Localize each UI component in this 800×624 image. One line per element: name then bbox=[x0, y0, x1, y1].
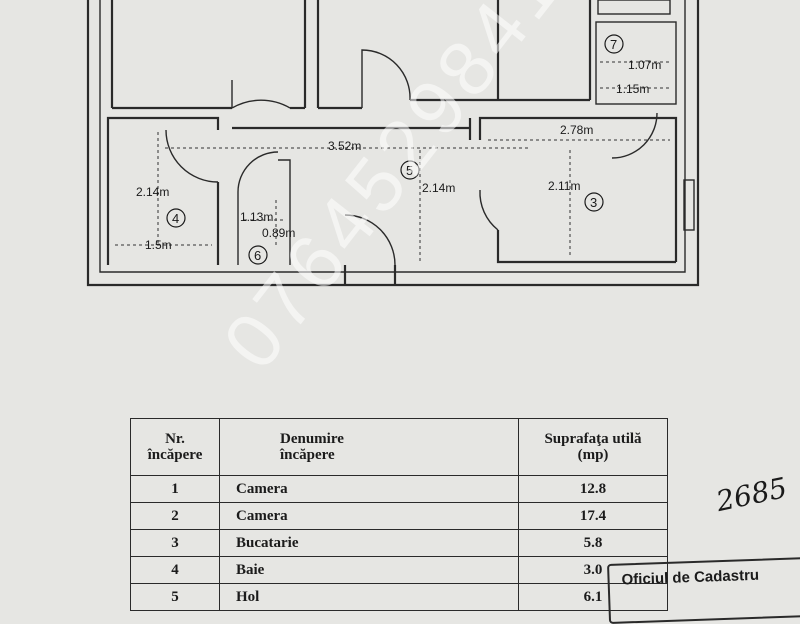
room-5-walls bbox=[165, 118, 530, 285]
table-row: 1 Camera 12.8 bbox=[130, 475, 668, 503]
row-number: 2 bbox=[130, 502, 220, 530]
kitchen-height-label: 2.11m bbox=[548, 179, 580, 193]
row-area: 5.8 bbox=[518, 529, 668, 557]
row-name: Camera bbox=[219, 502, 519, 530]
room-7-length-label: 1.15m bbox=[616, 82, 649, 96]
row-area: 17.4 bbox=[518, 502, 668, 530]
row-number: 1 bbox=[130, 475, 220, 503]
svg-text:3: 3 bbox=[590, 195, 597, 210]
room-number-3: 3 bbox=[584, 192, 604, 212]
table-header-row: Nr. încăpere Denumire încăpere Suprafaţa… bbox=[130, 418, 668, 476]
table-row: 2 Camera 17.4 bbox=[130, 502, 668, 530]
row-name: Baie bbox=[219, 556, 519, 584]
floor-plan: 1.07m 1.15m 3.52m 2.78m 2.14m 2.14m 2.11… bbox=[86, 0, 700, 287]
table-row: 4 Baie 3.0 bbox=[130, 556, 668, 584]
svg-text:7: 7 bbox=[610, 37, 617, 52]
svg-text:6: 6 bbox=[254, 248, 261, 263]
hall-height-label: 2.14m bbox=[422, 181, 455, 195]
outer-walls bbox=[86, 0, 700, 287]
cadastre-stamp: Oficiul de Cadastru bbox=[607, 556, 800, 624]
door-swings bbox=[165, 49, 658, 266]
row-name: Hol bbox=[219, 583, 519, 611]
wc-height-label: 0.89m bbox=[262, 226, 295, 240]
room-number-6: 6 bbox=[248, 245, 268, 265]
room-6-walls bbox=[237, 159, 291, 265]
room-7-width-label: 1.07m bbox=[628, 58, 661, 72]
table-row: 5 Hol 6.1 bbox=[130, 583, 668, 611]
room-number-5: 5 bbox=[400, 160, 420, 180]
table-row: 3 Bucatarie 5.8 bbox=[130, 529, 668, 557]
row-number: 4 bbox=[130, 556, 220, 584]
kitchen-width-label: 2.78m bbox=[560, 123, 593, 137]
header-room-number: Nr. încăpere bbox=[130, 418, 220, 476]
row-area: 12.8 bbox=[518, 475, 668, 503]
room-7-walls bbox=[595, 0, 677, 105]
room-3-walls bbox=[478, 116, 695, 264]
room-area-table: Nr. încăpere Denumire încăpere Suprafaţa… bbox=[130, 418, 668, 611]
bath-height-label: 2.14m bbox=[136, 185, 169, 199]
room-number-7: 7 bbox=[604, 34, 624, 54]
wc-width-label: 1.13m bbox=[240, 210, 273, 224]
hall-width-label: 3.52m bbox=[328, 139, 361, 153]
header-room-area: Suprafaţa utilă (mp) bbox=[518, 418, 668, 476]
header-room-name: Denumire încăpere bbox=[219, 418, 519, 476]
svg-text:4: 4 bbox=[172, 211, 179, 226]
row-number: 3 bbox=[130, 529, 220, 557]
row-name: Bucatarie bbox=[219, 529, 519, 557]
room-4-walls bbox=[106, 116, 220, 265]
stamp-text: Oficiul de Cadastru bbox=[621, 566, 760, 589]
bath-width-label: 1.5m bbox=[145, 238, 172, 252]
room-number-4: 4 bbox=[166, 208, 186, 228]
row-name: Camera bbox=[219, 475, 519, 503]
upper-room-walls bbox=[110, 0, 592, 110]
row-number: 5 bbox=[130, 583, 220, 611]
svg-text:5: 5 bbox=[406, 163, 413, 178]
